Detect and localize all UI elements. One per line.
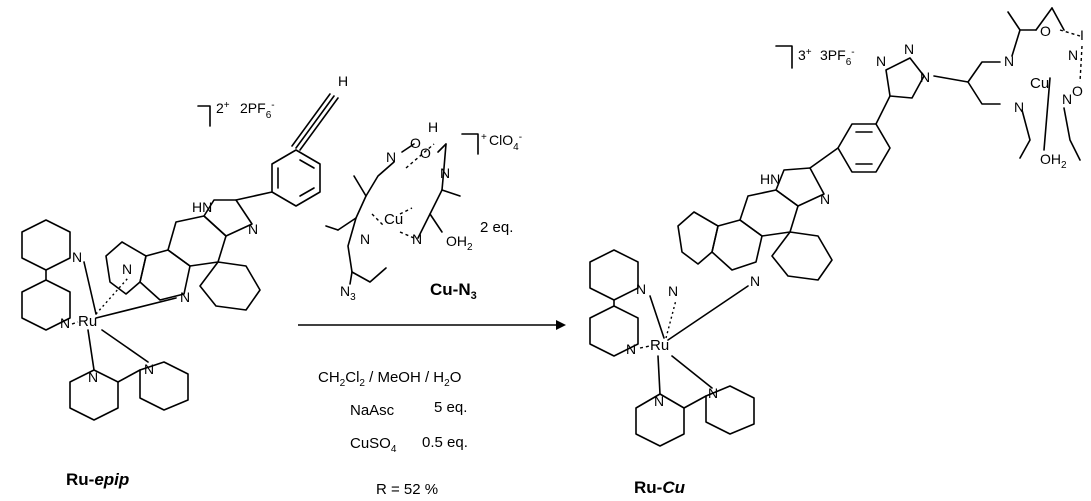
naasc-eq: 5 eq.	[434, 399, 467, 416]
reagent-name: Cu-N3	[430, 280, 477, 302]
product-cu-n3: N	[1014, 99, 1024, 115]
reagent-n2: N	[440, 165, 450, 181]
product-bpy1-n1: N	[636, 281, 646, 297]
reagent-equivalents: 2 eq.	[480, 219, 513, 236]
alkyne-h: H	[338, 73, 348, 89]
product-ru: Ru	[650, 337, 669, 354]
product-imidazole-n: N	[820, 191, 830, 207]
imidazole-nh: HN	[192, 199, 212, 215]
reaction-yield: R = 52 %	[376, 481, 438, 498]
reagent-charge: +	[481, 132, 487, 143]
reagent-o1: O	[410, 135, 421, 151]
product-o1: O	[1040, 23, 1051, 39]
product-cu: Cu	[1030, 75, 1049, 92]
reactant-structure: 2+ 2PF6- H HN N N N Ru N N	[21, 73, 348, 489]
product-oh2: OH2	[1040, 151, 1067, 171]
bpy2-n1: N	[88, 369, 98, 385]
product-counterion: 3PF6-	[820, 47, 855, 68]
product-o2: O	[1072, 83, 1083, 99]
triazole-n3: N	[920, 69, 930, 85]
phen-n2: N	[180, 289, 190, 305]
reactant-counterion: 2PF6-	[240, 100, 275, 121]
bpy2-n2: N	[144, 361, 154, 377]
reagent-n3: N	[360, 231, 370, 247]
phen-n1: N	[122, 261, 132, 277]
product-structure: 3+ 3PF6- N N N N N N N Cu O O I OH2	[589, 7, 1084, 497]
product-charge: 3+	[798, 47, 812, 63]
reactant-name: Ru-epip	[66, 470, 129, 489]
reactant-ru: Ru	[78, 313, 97, 330]
imidazole-n: N	[248, 221, 258, 237]
product-cu-n2: N	[1068, 47, 1078, 63]
product-charge-bracket	[775, 45, 793, 69]
product-phen-n1: N	[668, 283, 678, 299]
product-bpy1-n2: N	[626, 341, 636, 357]
reagent-counterion: ClO4-	[489, 132, 522, 153]
product-bpy2-n2: N	[708, 385, 718, 401]
product-imidazole-nh: HN	[760, 171, 780, 187]
reagent-azide: N3	[340, 283, 356, 303]
product-cu-n1: N	[1004, 53, 1014, 69]
reactant-charge: 2+	[216, 100, 230, 116]
reagent-n4: N	[412, 231, 422, 247]
reactant-charge-bracket	[197, 105, 211, 127]
cuso4-eq: 0.5 eq.	[422, 434, 468, 451]
cuso4-label: CuSO4	[350, 435, 397, 455]
reaction-arrow	[298, 320, 566, 330]
reagent-oh2: OH2	[446, 233, 473, 253]
product-cu-n4: N	[1062, 91, 1072, 107]
reaction-conditions: CH2Cl2 / MeOH / H2O NaAsc 5 eq. CuSO4 0.…	[318, 369, 468, 498]
triazole-n1: N	[876, 53, 886, 69]
reagent-cu: Cu	[384, 211, 403, 228]
reagent-h: H	[428, 119, 438, 135]
solvent-line: CH2Cl2 / MeOH / H2O	[318, 369, 461, 389]
bpy1-n1: N	[72, 249, 82, 265]
product-phen-n2: N	[750, 273, 760, 289]
triazole-n2: N	[904, 41, 914, 57]
product-bridge: I	[1080, 27, 1084, 43]
reagent-structure: + ClO4- N O H N O Cu N N OH2 N3 2 eq. Cu…	[325, 119, 522, 303]
bpy1-n2: N	[60, 315, 70, 331]
reagent-n1: N	[386, 149, 396, 165]
naasc-label: NaAsc	[350, 402, 395, 419]
reagent-charge-bracket	[461, 133, 479, 155]
product-name: Ru-Cu	[634, 478, 686, 497]
product-bpy2-n1: N	[654, 393, 664, 409]
reagent-o2: O	[420, 145, 431, 161]
